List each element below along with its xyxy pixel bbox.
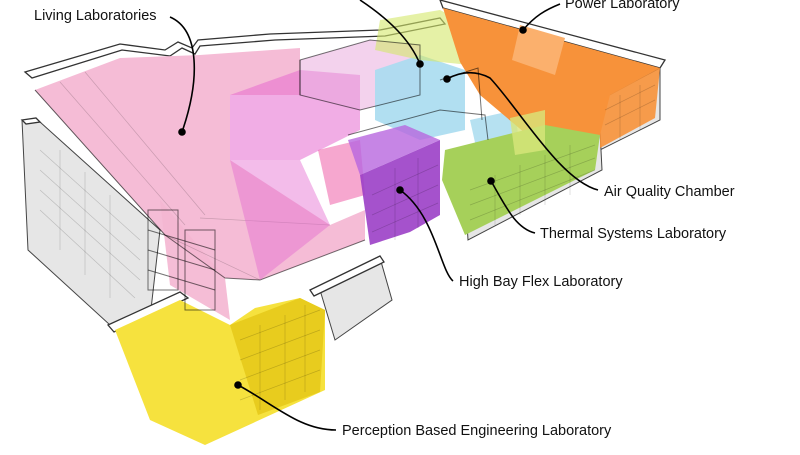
- perception-laboratory-zone: [115, 298, 325, 445]
- high-bay-leader-line: [399, 189, 454, 282]
- power-marker-dot: [519, 26, 527, 34]
- power-laboratory-zone: [443, 8, 660, 150]
- thermal-marker-dot: [487, 177, 495, 185]
- living-leader-line: [169, 16, 196, 133]
- perception-marker-dot: [234, 381, 242, 389]
- living-marker-dot: [178, 128, 186, 136]
- label-perception-laboratory: Perception Based Engineering Laboratory: [342, 423, 612, 439]
- power-leader-line: [522, 3, 561, 31]
- high-bay-marker-dot: [396, 186, 404, 194]
- air-quality-marker-dot: [443, 75, 451, 83]
- leader-lines: [169, 0, 599, 431]
- label-power-laboratory: Power Laboratory: [565, 0, 680, 12]
- thermal-systems-laboratory-zone: [442, 110, 600, 235]
- label-thermal-systems-laboratory: Thermal Systems Laboratory: [540, 226, 727, 242]
- perception-leader-line: [237, 384, 337, 431]
- top-cut-leader-line: [359, 0, 421, 65]
- air-quality-leader-line: [446, 72, 599, 191]
- zone-labels: Living Laboratories Power Laboratory Air…: [34, 0, 735, 439]
- top-cut-marker-dot: [416, 60, 424, 68]
- label-high-bay-flex-laboratory: High Bay Flex Laboratory: [459, 274, 623, 290]
- thermal-leader-line: [490, 180, 536, 234]
- label-living-laboratories: Living Laboratories: [34, 8, 157, 24]
- label-air-quality-chamber: Air Quality Chamber: [604, 184, 735, 200]
